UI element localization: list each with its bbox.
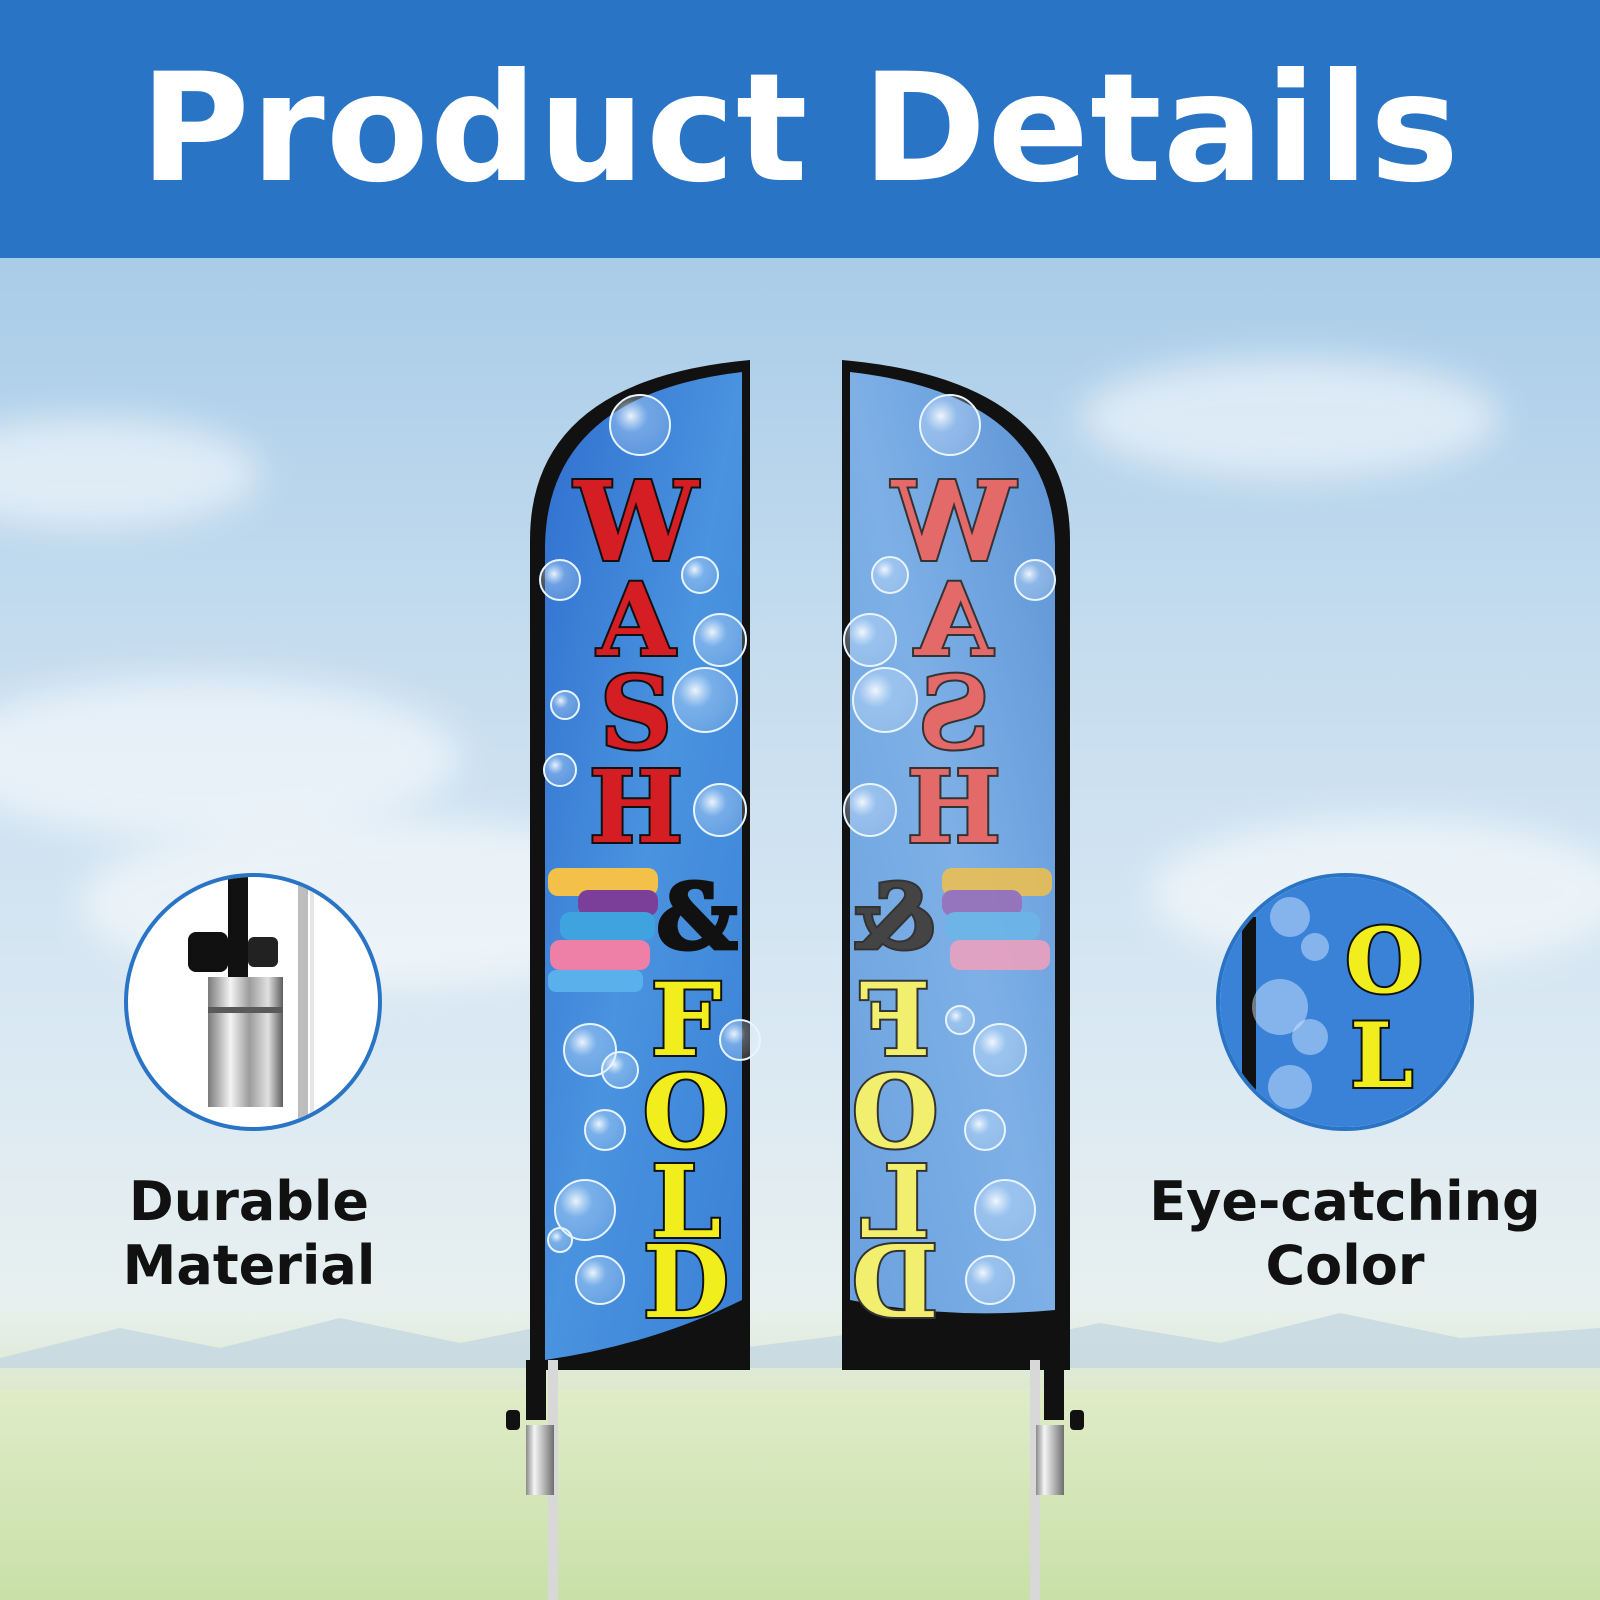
flag-front: W A S H & F O L D xyxy=(506,360,761,1600)
bubbles xyxy=(539,394,761,1305)
eye-catching-color-callout: O L xyxy=(1216,873,1474,1131)
cloud xyxy=(0,678,460,838)
flag-ampersand: & xyxy=(656,864,737,970)
flag-pole-base-left xyxy=(506,1360,558,1600)
flag-back-letter-h: H xyxy=(907,748,1001,866)
grass-field xyxy=(0,1390,1600,1600)
feature-line: Material xyxy=(122,1233,376,1297)
feature-line: Durable xyxy=(128,1170,370,1233)
flag-back: W A S H & F O L D xyxy=(842,360,1084,1600)
flag-pole-base-right xyxy=(1030,1360,1084,1600)
durable-material-label: Durable Material xyxy=(74,1170,424,1297)
flag-back-letter-f: F xyxy=(860,961,931,1079)
flag-back-letter-d: D xyxy=(852,1223,939,1341)
fabric-letter: L xyxy=(1350,1003,1413,1109)
flag-back-letter-s: S xyxy=(918,654,990,772)
towel-stack xyxy=(548,868,658,992)
distant-mountains xyxy=(0,1313,1600,1368)
feature-line: Eye-catching xyxy=(1149,1170,1541,1233)
flag-back-letter-w: W xyxy=(891,457,1017,586)
flag-back-letter-a: A xyxy=(914,561,994,679)
fabric-closeup-image: O L xyxy=(1220,877,1470,1127)
cloud xyxy=(1080,358,1500,478)
flag-back-ampersand: & xyxy=(854,864,935,970)
towel-stack xyxy=(942,868,1052,970)
flag-letter-s: S xyxy=(600,654,672,772)
durable-material-callout xyxy=(124,873,382,1131)
flag-back-letter-o: O xyxy=(851,1053,938,1171)
flag-letter-o: O xyxy=(642,1053,729,1171)
header-banner: Product Details xyxy=(0,0,1600,258)
eye-catching-color-label: Eye-catching Color xyxy=(1140,1170,1550,1297)
flag-letter-l: L xyxy=(651,1143,721,1261)
page-title: Product Details xyxy=(139,42,1461,216)
flag-letter-a: A xyxy=(596,561,676,679)
fabric-letter: O xyxy=(1345,908,1423,1014)
flag-letter-w: W xyxy=(573,457,699,586)
bubbles xyxy=(843,394,1056,1305)
flag-letter-f: F xyxy=(651,961,722,1079)
flag-back-letter-l: L xyxy=(860,1143,930,1261)
feature-line: Color xyxy=(1265,1233,1425,1297)
pole-closeup-image xyxy=(188,877,314,1127)
flag-letter-h: H xyxy=(589,748,683,866)
cloud xyxy=(0,418,260,528)
flag-letter-d: D xyxy=(643,1223,730,1341)
